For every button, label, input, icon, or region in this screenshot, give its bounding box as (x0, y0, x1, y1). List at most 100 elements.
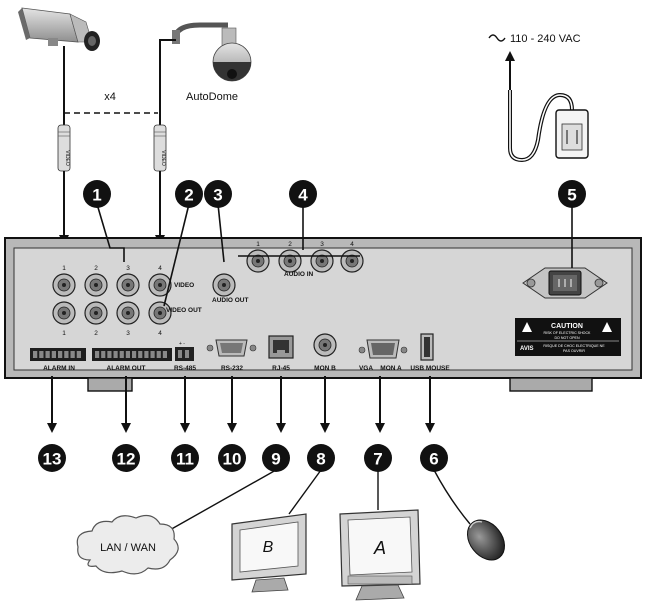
fixed-camera (18, 7, 100, 51)
video-number-top: 3 (126, 265, 130, 272)
audio-number: 3 (320, 241, 324, 248)
monitor-b: B (231, 513, 307, 593)
video-bnc-in-3 (116, 273, 140, 297)
usb-port (420, 333, 434, 361)
callout-1: 1 (83, 180, 111, 208)
video-bnc-plug-left: VIDEO (57, 124, 71, 172)
callout-11: 11 (171, 444, 199, 472)
caution-title: CAUTION (551, 323, 583, 330)
power-inlet (522, 267, 608, 299)
video-number-bottom: 4 (158, 330, 162, 337)
video-bnc-plug-right: VIDEO (153, 124, 167, 172)
video-number-bottom: 3 (126, 330, 130, 337)
vga-label: VGA (359, 365, 373, 372)
autodome-camera (172, 22, 252, 82)
video-label: VIDEO (174, 282, 194, 289)
callout-12: 12 (112, 444, 140, 472)
usb-mouse-label: USB MOUSE (410, 365, 450, 372)
video-bnc-loop-2 (84, 301, 108, 325)
audio-number: 2 (288, 241, 292, 248)
alarm-in-label: ALARM IN (43, 365, 75, 372)
rj45-port (268, 335, 294, 359)
video-in-connectors: 1 1 2 2 3 3 4 4 (52, 265, 172, 337)
callout-9: 9 (262, 444, 290, 472)
avis-line2: PAS OUVRIR (563, 349, 585, 353)
monitor-a-label: A (373, 538, 386, 558)
callout-2: 2 (175, 180, 203, 208)
avis-label: AVIS (520, 346, 534, 352)
mon-b-label: MON B (314, 365, 336, 372)
monitor-a: A (339, 509, 421, 601)
video-bnc-loop-4 (148, 301, 172, 325)
rs485-label: RS-485 (174, 365, 196, 372)
audio-out-label: AUDIO OUT (212, 297, 249, 304)
video-bnc-loop-3 (116, 301, 140, 325)
callout-number: 9 (271, 450, 280, 469)
alarm-out-terminal (92, 348, 172, 361)
callout-13: 13 (38, 444, 66, 472)
video-number-top: 1 (62, 265, 66, 272)
rs232-port (206, 339, 257, 357)
autodome-label: AutoDome (186, 91, 238, 103)
power-plug (555, 109, 589, 159)
audio-in-rca-2 (278, 249, 302, 273)
svg-text:+ -: + - (179, 341, 185, 347)
callout-number: 7 (373, 450, 382, 469)
caution-label: CAUTION RISK OF ELECTRIC SHOCK DO NOT OP… (515, 318, 621, 356)
mon-b-connector (313, 333, 337, 357)
callout-number: 12 (117, 450, 136, 469)
callout-7: 7 (364, 444, 392, 472)
bottom-arrows (47, 376, 435, 433)
vga-port (358, 339, 408, 359)
callout-number: 2 (184, 186, 193, 205)
audio-in-rca-1 (246, 249, 270, 273)
callout-number: 6 (429, 450, 438, 469)
callout-number: 1 (92, 186, 101, 205)
callout-10: 10 (218, 444, 246, 472)
monitor-b-label: B (263, 539, 274, 556)
callout-number: 11 (176, 450, 194, 469)
alarm-out-label: ALARM OUT (107, 365, 146, 372)
callout-number: 5 (567, 186, 576, 205)
video-number-bottom: 2 (94, 330, 98, 337)
callout-number: 8 (316, 450, 325, 469)
audio-out-rca (212, 273, 236, 297)
camera-multiplier: x4 (104, 91, 116, 103)
audio-in-rca-4 (340, 249, 364, 273)
caution-line2: DO NOT OPEN (554, 336, 579, 340)
callout-6: 6 (420, 444, 448, 472)
audio-number: 1 (256, 241, 260, 248)
alarm-in-terminal (30, 348, 86, 361)
callout-5: 5 (558, 180, 586, 208)
callout-number: 10 (223, 450, 242, 469)
video-bnc-loop-1 (52, 301, 76, 325)
video-bnc-in-1 (52, 273, 76, 297)
usb-mouse (466, 519, 506, 561)
callout-8: 8 (307, 444, 335, 472)
lan-wan-cloud: LAN / WAN (76, 514, 179, 575)
power-voltage-label: 110 - 240 VAC (510, 33, 581, 45)
audio-in-rca-3 (310, 249, 334, 273)
video-plug-label-2: VIDEO (160, 150, 166, 166)
video-bnc-in-4 (148, 273, 172, 297)
video-bnc-in-2 (84, 273, 108, 297)
audio-in-label: AUDIO IN (284, 271, 314, 278)
callout-3: 3 (204, 180, 232, 208)
video-plug-label: VIDEO (64, 150, 70, 166)
power-label-group: 110 - 240 VAC (488, 33, 581, 45)
top-leader-lines (96, 203, 573, 307)
callout-number: 13 (43, 450, 62, 469)
avis-line1: RISQUE DE CHOC ELECTRIQUE NE (543, 344, 605, 348)
lan-wan-label: LAN / WAN (100, 542, 156, 554)
autodome-cable (159, 39, 176, 125)
callout-number: 4 (298, 186, 308, 205)
peripheral-lines (167, 469, 471, 532)
video-number-bottom: 1 (62, 330, 66, 337)
video-number-top: 2 (94, 265, 98, 272)
video-out-label: VIDEO OUT (166, 307, 202, 314)
mon-a-label: MON A (380, 365, 402, 372)
rs485-terminal: + - (175, 341, 194, 361)
video-number-top: 4 (158, 265, 162, 272)
